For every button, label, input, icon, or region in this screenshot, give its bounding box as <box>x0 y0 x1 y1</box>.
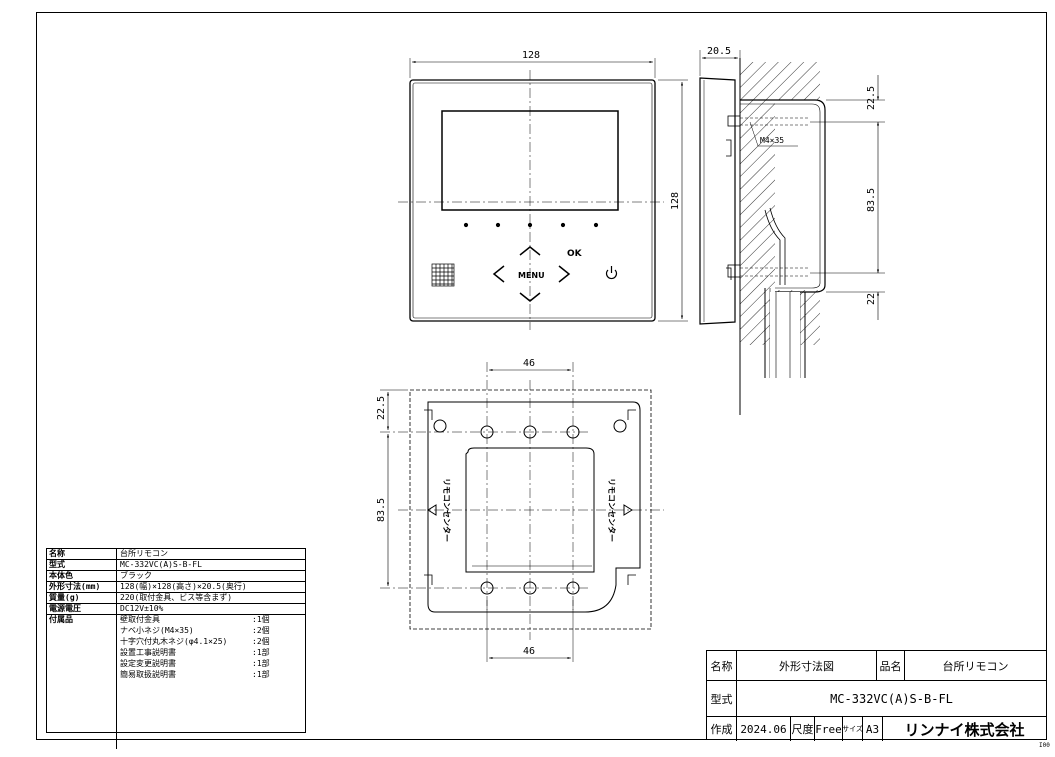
spec-row: 本体色ブラック <box>47 571 305 582</box>
size-value: A3 <box>863 717 883 741</box>
accessory-name: 壁取付金具 <box>120 615 160 624</box>
bracket-view <box>380 362 664 662</box>
corner-code: I00 <box>1039 742 1050 749</box>
spec-key: 型式 <box>47 560 117 570</box>
bracket-mid-label: 83.5 <box>376 498 387 522</box>
power-icon <box>605 266 618 280</box>
list-item: 簡易取扱説明書 :1部 <box>120 670 305 681</box>
left-chevron-icon <box>492 265 505 283</box>
accessory-name: 設定変更説明書 <box>120 659 176 668</box>
spec-value: ブラック <box>120 571 152 580</box>
accessory-qty: :1部 <box>252 670 270 679</box>
company-name: リンナイ株式会社 <box>904 720 1025 739</box>
right-chevron-icon <box>558 265 571 283</box>
title-row-info: 作成 2024.06 尺度 Free サイズ A3 リンナイ株式会社 <box>707 717 1046 741</box>
spec-value: DC12V±10% <box>120 604 164 613</box>
bracket-top-label: 22.5 <box>376 396 387 420</box>
name-label: 名称 <box>707 651 737 680</box>
spec-value: MC-332VC(A)S-B-FL <box>120 560 202 569</box>
side-top-label: 22.5 <box>866 86 877 110</box>
side-depth-label: 20.5 <box>707 46 731 57</box>
created-label: 作成 <box>707 717 737 741</box>
side-mid-label: 83.5 <box>866 188 877 212</box>
bracket-text-left: リモコンセンター <box>442 478 452 542</box>
accessory-name: ナベ小ネジ(M4×35) <box>120 626 194 635</box>
bracket-bottom-width-label: 46 <box>523 646 535 657</box>
down-chevron-icon <box>519 292 541 302</box>
scale-label: 尺度 <box>791 717 815 741</box>
accessory-qty: :2個 <box>252 626 270 635</box>
spec-key: 本体色 <box>47 571 117 581</box>
name-value: 外形寸法図 <box>737 651 877 680</box>
up-chevron-icon <box>519 246 541 256</box>
bracket-text-right: リモコンセンター <box>607 478 617 542</box>
bracket-top-width-label: 46 <box>523 358 535 369</box>
menu-label: MENU <box>518 271 545 280</box>
drawing-frame <box>36 12 1047 740</box>
spec-row: 名称台所リモコン <box>47 549 305 560</box>
list-item: 設定変更説明書 :1部 <box>120 659 305 670</box>
product-label: 品名 <box>877 651 905 680</box>
accessory-name: 十字穴付丸木ネジ(φ4.1×25) <box>120 637 228 646</box>
front-view <box>398 58 688 330</box>
list-item: ナベ小ネジ(M4×35) :2個 <box>120 626 305 637</box>
side-bottom-label: 22 <box>866 293 877 305</box>
speaker-grille-icon <box>431 263 455 287</box>
created-value: 2024.06 <box>737 717 791 741</box>
accessories-list: 壁取付金具 :1個 ナベ小ネジ(M4×35) :2個 十字穴付丸木ネジ(φ4.1×2… <box>117 615 305 749</box>
accessory-name: 簡易取扱説明書 <box>120 670 176 679</box>
scale-value: Free <box>815 717 843 741</box>
accessory-qty: :1個 <box>252 615 270 624</box>
model-label: 型式 <box>707 681 737 716</box>
front-width-label: 128 <box>522 50 540 61</box>
title-row-model: 型式 MC-332VC(A)S-B-FL <box>707 681 1046 717</box>
ok-label: OK <box>567 249 583 259</box>
accessory-qty: :1部 <box>252 648 270 657</box>
accessory-name: 設置工事説明書 <box>120 648 176 657</box>
spec-row: 外形寸法(mm)128(幅)×128(高さ)×20.5(奥行) <box>47 582 305 593</box>
title-row-name: 名称 外形寸法図 品名 台所リモコン <box>707 651 1046 681</box>
spec-row: 質量(g)220(取付金具、ビス等含まず) <box>47 593 305 604</box>
list-item: 十字穴付丸木ネジ(φ4.1×25) :2個 <box>120 637 305 648</box>
spec-accessories-row: 付属品 壁取付金具 :1個 ナベ小ネジ(M4×35) :2個 十字穴付丸木ネジ(φ4… <box>47 615 305 749</box>
size-label: サイズ <box>843 717 863 741</box>
list-item: 設置工事説明書 :1部 <box>120 648 305 659</box>
spec-value: 台所リモコン <box>120 549 168 558</box>
side-view <box>699 50 885 415</box>
accessory-qty: :1部 <box>252 659 270 668</box>
product-value: 台所リモコン <box>942 659 1009 673</box>
spec-value: 128(幅)×128(高さ)×20.5(奥行) <box>120 582 247 591</box>
spec-key: 名称 <box>47 549 117 559</box>
title-block: 名称 外形寸法図 品名 台所リモコン 型式 MC-332VC(A)S-B-FL … <box>706 650 1047 741</box>
spec-key: 電源電圧 <box>47 604 117 614</box>
list-item: 壁取付金具 :1個 <box>120 615 305 626</box>
front-height-label: 128 <box>670 192 681 210</box>
screw-label: M4×35 <box>760 136 784 145</box>
accessory-qty: :2個 <box>252 637 270 646</box>
spec-key: 外形寸法(mm) <box>47 582 117 592</box>
spec-key: 質量(g) <box>47 593 117 603</box>
model-value: MC-332VC(A)S-B-FL <box>830 691 953 706</box>
spec-value: 220(取付金具、ビス等含まず) <box>120 593 233 602</box>
spec-key: 付属品 <box>47 615 117 749</box>
